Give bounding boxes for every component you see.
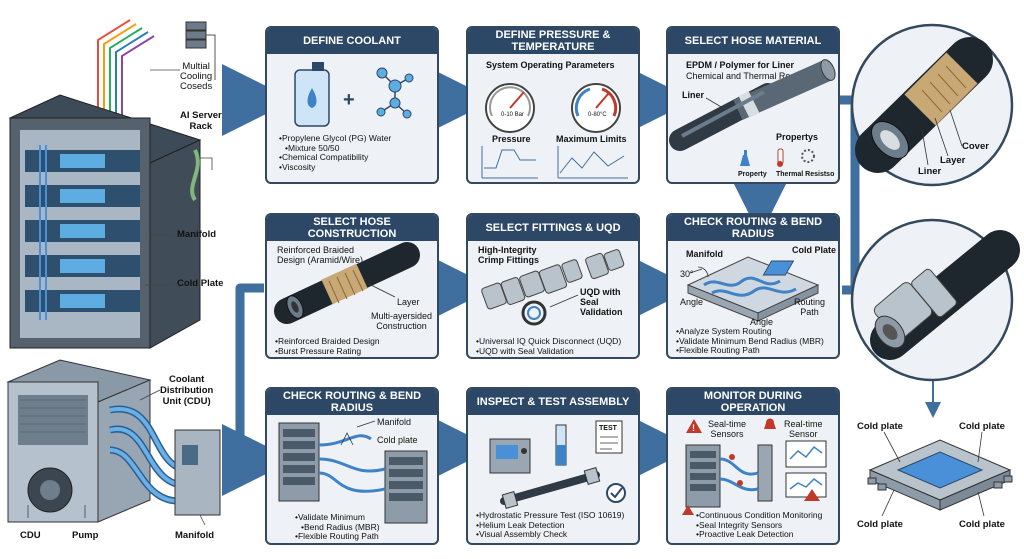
thermal-label: Thermal Resistso xyxy=(776,171,835,178)
bullet: Flexible Routing Path xyxy=(676,346,824,356)
coolant-jug-icon: + xyxy=(294,62,414,127)
panel-title: MONITOR DURING OPERATION xyxy=(668,389,838,415)
bullet: Analyze System Routing xyxy=(676,326,824,337)
cold-plate-label: Cold Plate xyxy=(177,278,224,289)
panel-title: SELECT HOSE CONSTRUCTION xyxy=(267,215,437,241)
bullet: Proactive Leak Detection xyxy=(696,530,822,540)
panel-title: DEFINE COOLANT xyxy=(267,28,437,54)
construction-line: Design (Aramid/Wire) xyxy=(277,255,364,265)
material-line: EPDM / Polymer for Liner xyxy=(686,60,795,70)
routing-board-icon xyxy=(686,256,820,322)
monitoring-icon: ! xyxy=(682,418,827,515)
bullet: Seal Integrity Sensors xyxy=(696,520,822,531)
manifold-bottom-label: Manifold xyxy=(175,530,215,541)
hose-detail-illustrations xyxy=(850,23,1020,517)
panel-inspect-test-assembly: INSPECT & TEST ASSEMBLY TEST Hydrostatic… xyxy=(466,387,640,545)
cdu-label: CDU xyxy=(20,530,41,541)
panel-title: CHECK ROUTING & BEND RADIUS xyxy=(668,215,838,241)
bullet: Mixture 50/50 xyxy=(279,143,391,154)
gauges-icon xyxy=(481,83,628,179)
fittings-icon xyxy=(481,249,625,326)
panel-title: DEFINE PRESSURE &TEMPERATURE xyxy=(468,28,638,54)
panel-title: INSPECT & TEST ASSEMBLY xyxy=(468,389,638,415)
liner-label: Liner xyxy=(682,90,705,100)
braided-hose-icon xyxy=(274,242,420,324)
bullet: Bend Radius (MBR) xyxy=(295,522,380,533)
angle-label: Angle xyxy=(680,297,704,307)
propertys-label: Propertys xyxy=(776,132,819,142)
routing-servers-icon xyxy=(278,420,428,524)
cold-plate-label: Cold plate xyxy=(857,519,903,530)
bullet: Reinforced Braided Design xyxy=(275,336,380,347)
cold-plate-label: Cold plate xyxy=(959,519,1005,530)
property-label: Property xyxy=(738,171,767,178)
gauge2-range: 0-80°C xyxy=(588,112,607,118)
panel-define-coolant: DEFINE COOLANT + Propylene Glycol (PG) W… xyxy=(265,26,439,184)
cold-plate-label: Cold plate xyxy=(857,421,903,432)
test-equipment-icon xyxy=(489,420,626,510)
bullet: Helium Leak Detection xyxy=(476,520,624,531)
layer-label: Layer xyxy=(397,297,420,307)
bullet: Validate Minimum xyxy=(295,512,380,523)
angle-label: Angle xyxy=(750,317,774,327)
test-sheet-label: TEST xyxy=(599,425,617,432)
panel-check-routing-bend-radius-bottom: CHECK ROUTING & BEND RADIUS Manifold Col… xyxy=(265,387,439,545)
limits-label: Maximum Limits xyxy=(556,134,627,144)
bullet: UQD with Seal Validation xyxy=(476,346,621,357)
bullet: Continuous Condition Monitoring xyxy=(696,510,822,521)
manifold-label: Manifold xyxy=(177,229,217,240)
manifold-label: Manifold xyxy=(686,249,723,259)
cover-label: Cover xyxy=(962,141,989,152)
bullet: Propylene Glycol (PG) Water xyxy=(279,133,391,144)
bullet: Chemical Compatibility xyxy=(279,153,391,163)
pressure-label: Pressure xyxy=(492,134,531,144)
gauge1-range: 0-10 Bar xyxy=(501,112,525,118)
construction-line: Reinforced Braided xyxy=(277,245,355,255)
layer-label: Layer xyxy=(940,155,966,166)
bullet: Validate Minimum Bend Radius (MBR) xyxy=(676,336,824,347)
hose-liner-icon xyxy=(669,59,836,167)
cold-plate-label: Cold plate xyxy=(959,421,1005,432)
panel-define-pressure-temperature: DEFINE PRESSURE &TEMPERATURE System Oper… xyxy=(466,26,640,184)
degree-label: 30° xyxy=(680,269,694,279)
resistance-line: Chemical and Thermal Resistance xyxy=(686,71,824,81)
svg-text:!: ! xyxy=(692,423,695,433)
panel-select-hose-material: SELECT HOSE MATERIAL EPDM / Polymer for … xyxy=(666,26,840,184)
bullet: Hydrostatic Pressure Test (ISO 10619) xyxy=(476,510,624,521)
bullet: Burst Pressure Rating xyxy=(275,346,380,357)
panel-title: CHECK ROUTING & BEND RADIUS xyxy=(267,389,437,415)
panel-title: SELECT HOSE MATERIAL xyxy=(668,28,838,54)
manifold-label: Manifold xyxy=(377,417,412,427)
subtitle: System Operating Parameters xyxy=(486,60,615,70)
cold-plate-label: Cold Plate xyxy=(792,245,837,255)
panel-title: SELECT FITTINGS & UQD xyxy=(468,215,638,241)
liner-label: Liner xyxy=(918,166,942,177)
bullet: Viscosity xyxy=(279,162,391,173)
bullet: Flexible Routing Path xyxy=(295,532,380,542)
pump-label: Pump xyxy=(72,530,99,541)
server-rack-illustration xyxy=(6,19,221,526)
panel-check-routing-bend-radius-top: CHECK ROUTING & BEND RADIUS Manifold Col… xyxy=(666,213,840,359)
svg-text:+: + xyxy=(343,89,355,111)
panel-select-hose-construction: SELECT HOSE CONSTRUCTION Reinforced Brai… xyxy=(265,213,439,359)
bullet: Visual Assembly Check xyxy=(476,530,624,540)
cold-plate-label: Cold plate xyxy=(377,435,418,445)
bullet: Universal IQ Quick Disconnect (UQD) xyxy=(476,336,621,347)
